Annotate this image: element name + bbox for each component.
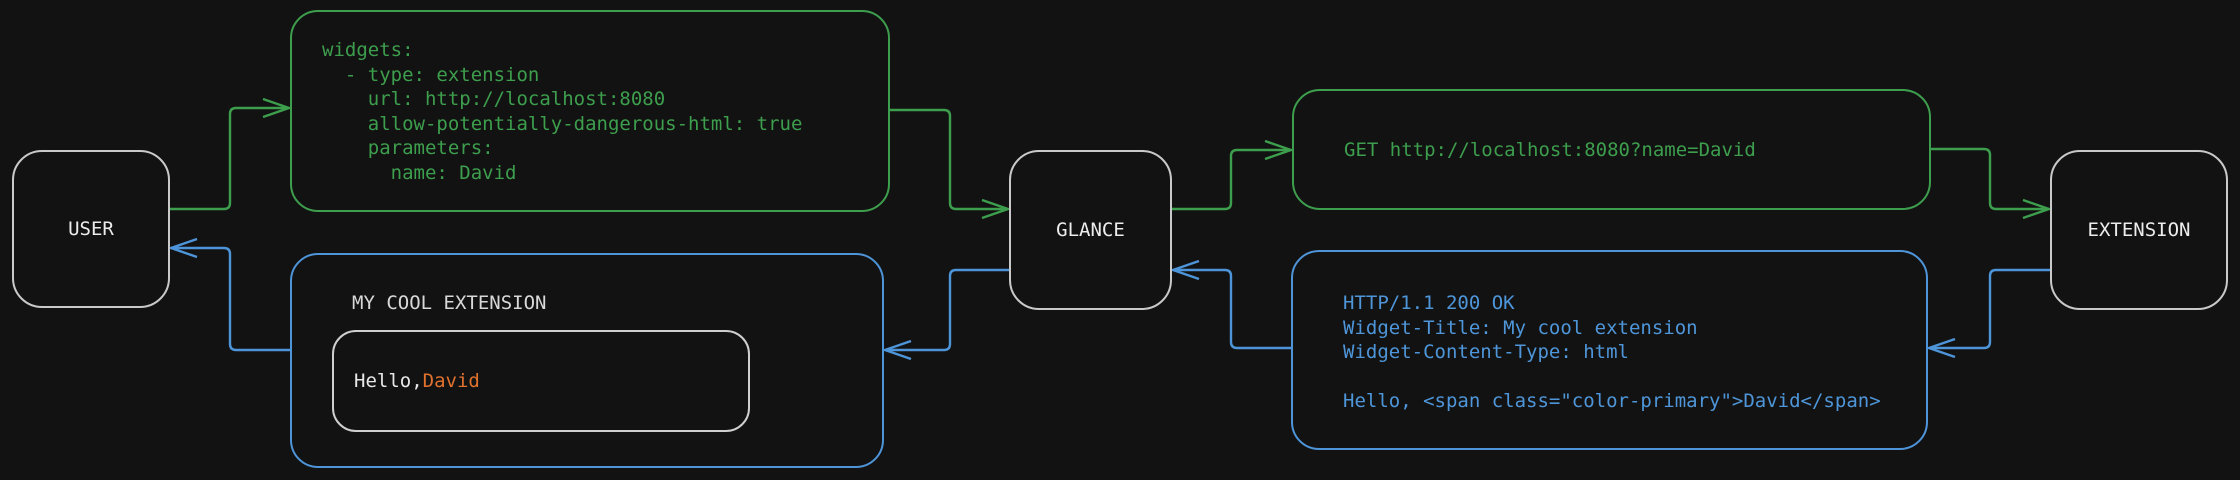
extension-node-label: EXTENSION <box>2087 219 2191 241</box>
glance-node-label: GLANCE <box>1056 219 1125 241</box>
http-response-code: HTTP/1.1 200 OK Widget-Title: My cool ex… <box>1343 292 1881 412</box>
user-node: USER <box>12 150 170 308</box>
arrow-glance-to-widget <box>881 268 1009 361</box>
config-yaml-box: widgets: - type: extension url: http://l… <box>290 10 890 212</box>
arrow-request-to-extension <box>1931 147 2053 220</box>
rendered-widget-box: MY COOL EXTENSION Hello, David <box>290 253 884 468</box>
arrow-extension-to-response <box>1925 268 2050 359</box>
widget-greeting-card: Hello, David <box>332 330 750 432</box>
arrow-widget-to-user <box>167 237 290 352</box>
arrow-response-to-glance <box>1169 259 1291 350</box>
user-node-label: USER <box>68 218 114 240</box>
greeting-name: David <box>422 370 480 392</box>
http-request-row: GET http://localhost:8080?name=David <box>1294 91 1929 208</box>
extension-node: EXTENSION <box>2050 150 2228 310</box>
http-request-code: GET http://localhost:8080?name=David <box>1344 138 1756 161</box>
config-yaml-code: widgets: - type: extension url: http://l… <box>322 39 803 184</box>
arrow-user-to-config <box>170 97 293 211</box>
arrow-glance-to-request <box>1172 139 1295 211</box>
glance-node: GLANCE <box>1009 150 1172 310</box>
http-response-box: HTTP/1.1 200 OK Widget-Title: My cool ex… <box>1291 250 1928 450</box>
greeting-prefix: Hello, <box>354 370 423 392</box>
http-request-box: GET http://localhost:8080?name=David <box>1292 89 1931 210</box>
arrow-config-to-glance <box>890 108 1012 220</box>
widget-title: MY COOL EXTENSION <box>352 292 547 314</box>
